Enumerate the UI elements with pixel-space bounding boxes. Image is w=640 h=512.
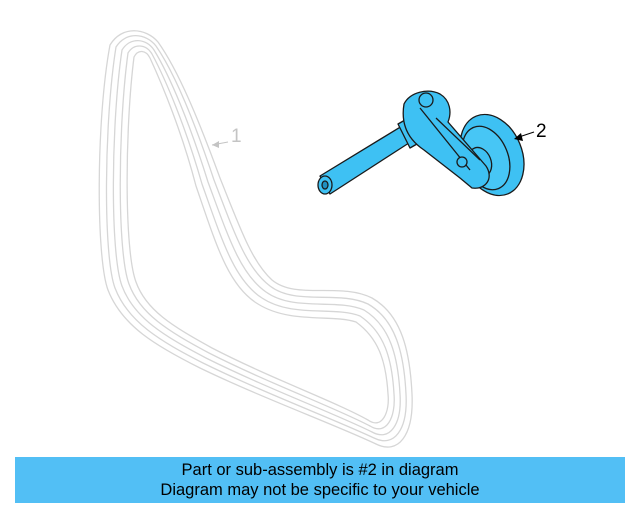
- banner-line-2: Diagram may not be specific to your vehi…: [160, 481, 480, 499]
- callout-1-arrowhead: [212, 141, 219, 148]
- callout-2-label: 2: [536, 121, 547, 142]
- belt-tensioner: [317, 90, 525, 197]
- callout-2-arrowhead: [514, 133, 523, 141]
- parts-diagram: 1 2: [98, 30, 547, 448]
- callout-1-label: 1: [231, 126, 242, 147]
- callout-2: 2: [514, 121, 547, 142]
- banner-line-1: Part or sub-assembly is #2 in diagram: [181, 461, 459, 479]
- callout-1: 1: [211, 126, 242, 148]
- info-banner: Part or sub-assembly is #2 in diagram Di…: [15, 457, 625, 503]
- serpentine-belt: [98, 30, 413, 448]
- tensioner-shaft: [319, 125, 413, 195]
